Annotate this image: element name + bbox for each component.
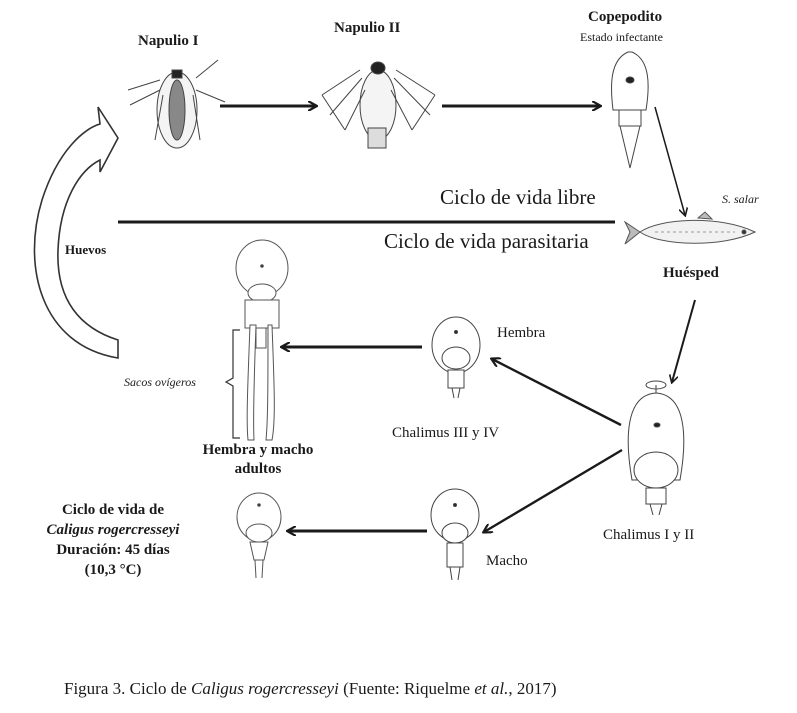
huevos-curved-arrow bbox=[33, 106, 119, 359]
label-host: Huésped bbox=[663, 265, 719, 281]
label-female: Hembra bbox=[497, 325, 546, 341]
summary-line1: Ciclo de vida de bbox=[61, 502, 165, 518]
label-adults-line1: Hembra y macho bbox=[202, 442, 314, 458]
label-male: Macho bbox=[486, 553, 528, 569]
label-egg-sacs: Sacos ovígeros bbox=[124, 375, 196, 389]
caption-species: Caligus rogercresseyi bbox=[191, 679, 339, 698]
figure-caption: Figura 3. Ciclo de Caligus rogercresseyi… bbox=[64, 679, 557, 699]
label-chalimus34: Chalimus III y IV bbox=[392, 425, 500, 441]
chalimus34-illustration bbox=[431, 316, 481, 399]
egg-sacs-bracket bbox=[224, 329, 240, 439]
label-free-life-cycle: Ciclo de vida libre bbox=[440, 185, 596, 209]
cycle-summary: Ciclo de vida de Caligus rogercresseyi D… bbox=[28, 500, 198, 580]
copepodito-illustration bbox=[611, 51, 649, 169]
salmon-illustration bbox=[623, 211, 757, 245]
napulio2-illustration bbox=[321, 61, 436, 149]
arrow-chalimus12-to-hembra bbox=[492, 359, 622, 427]
chalimus12-illustration bbox=[627, 380, 685, 516]
summary-temperature: (10,3 °C) bbox=[84, 562, 142, 578]
caption-prefix: Figura 3. Ciclo de bbox=[64, 679, 192, 698]
summary-species: Caligus rogercresseyi bbox=[46, 522, 180, 538]
caption-etal: et al. bbox=[474, 679, 509, 698]
label-parasitic-life-cycle: Ciclo de vida parasitaria bbox=[384, 229, 589, 253]
label-host-species: S. salar bbox=[722, 192, 759, 206]
label-napulio2: Napulio II bbox=[334, 20, 401, 36]
label-chalimus12: Chalimus I y II bbox=[603, 527, 695, 543]
label-adults: Hembra y macho adultos bbox=[188, 441, 328, 479]
label-eggs: Huevos bbox=[65, 242, 107, 257]
label-adults-line2: adultos bbox=[234, 461, 282, 477]
caption-suffix: , 2017) bbox=[508, 679, 557, 698]
arrow-host-to-chalimus12 bbox=[672, 299, 696, 382]
napulio1-illustration bbox=[127, 59, 226, 149]
label-copepodito-subtitle: Estado infectante bbox=[580, 30, 663, 44]
macho-illustration bbox=[430, 488, 480, 581]
adult-male-illustration bbox=[236, 492, 282, 579]
adult-female-illustration bbox=[235, 239, 289, 441]
caption-middle: (Fuente: Riquelme bbox=[338, 679, 475, 698]
arrow-copepodito-to-host bbox=[654, 106, 685, 215]
label-copepodito: Copepodito bbox=[588, 9, 663, 25]
label-napulio1: Napulio I bbox=[138, 33, 199, 49]
summary-duration: Duración: 45 días bbox=[56, 542, 170, 558]
arrow-chalimus12-to-macho bbox=[484, 448, 623, 532]
